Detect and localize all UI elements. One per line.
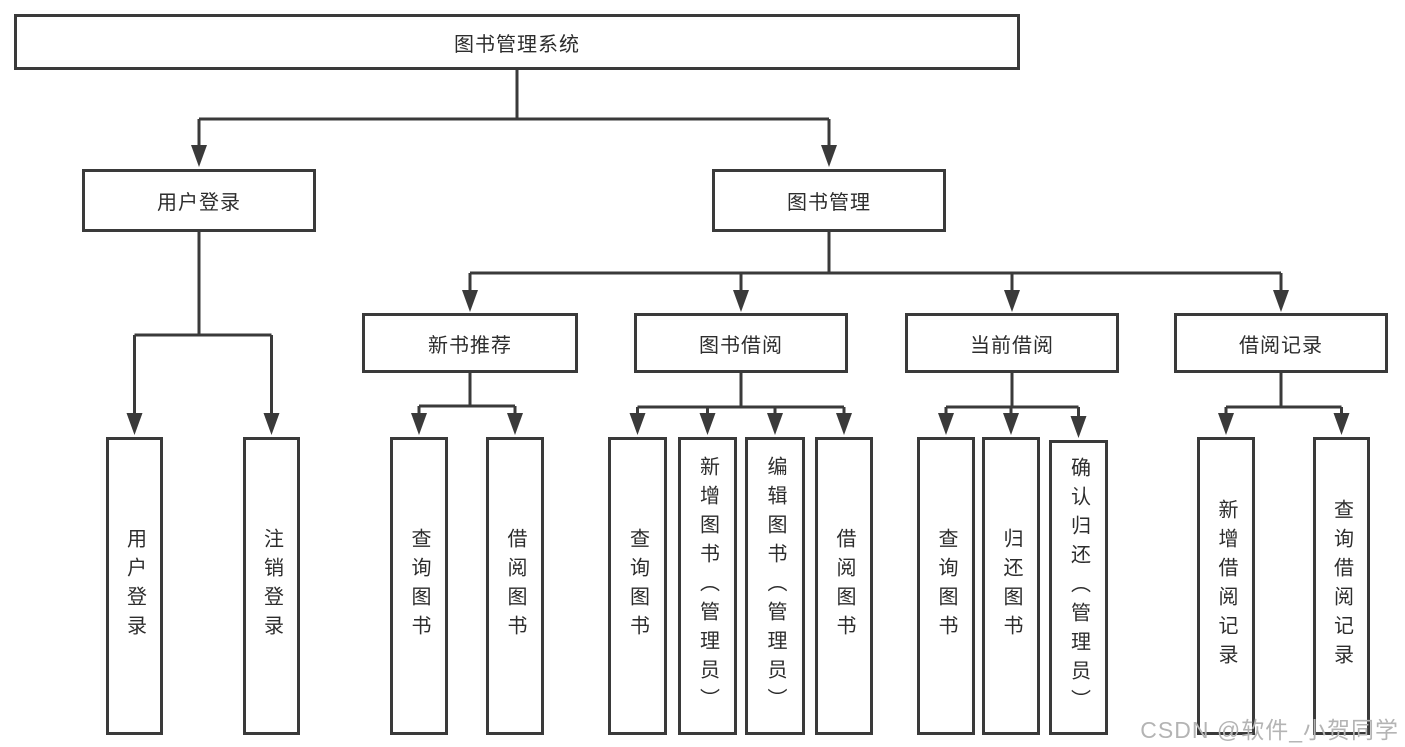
node-book-management-label: 图书管理 [787, 192, 871, 214]
node-leaf-query-book-1-label: 查询图书 [408, 528, 430, 644]
node-leaf-add-book-admin: 新增图书（管理员） [678, 437, 737, 735]
node-leaf-user-login-label: 用户登录 [123, 528, 146, 644]
node-leaf-edit-book-admin-label: 编辑图书（管理员） [764, 455, 786, 717]
node-library-system: 图书管理系统 [14, 14, 1020, 70]
node-user-login-label: 用户登录 [157, 192, 241, 214]
node-new-book-recommend: 新书推荐 [362, 313, 578, 373]
node-leaf-query-book-3: 查询图书 [917, 437, 975, 735]
node-leaf-query-borrow-record: 查询借阅记录 [1313, 437, 1370, 735]
node-leaf-add-borrow-record-label: 新增借阅记录 [1215, 499, 1237, 673]
node-leaf-add-borrow-record: 新增借阅记录 [1197, 437, 1255, 735]
node-leaf-return-book-label: 归还图书 [1000, 528, 1022, 644]
node-leaf-borrow-book-1: 借阅图书 [486, 437, 544, 735]
node-user-login: 用户登录 [82, 169, 316, 232]
node-book-borrow: 图书借阅 [634, 313, 848, 373]
node-leaf-user-login: 用户登录 [106, 437, 163, 735]
csdn-watermark: CSDN @软件_小贺同学 [1140, 717, 1399, 743]
node-new-book-recommend-label: 新书推荐 [428, 334, 512, 357]
node-leaf-query-book-2-label: 查询图书 [626, 528, 649, 644]
node-leaf-query-book-1: 查询图书 [390, 437, 448, 735]
node-leaf-confirm-return-admin: 确认归还（管理员） [1049, 440, 1108, 735]
node-leaf-borrow-book-2: 借阅图书 [815, 437, 873, 735]
node-leaf-query-borrow-record-label: 查询借阅记录 [1330, 499, 1353, 673]
node-borrow-record: 借阅记录 [1174, 313, 1388, 373]
node-leaf-query-book-3-label: 查询图书 [935, 528, 957, 644]
node-leaf-logout: 注销登录 [243, 437, 300, 735]
node-leaf-borrow-book-1-label: 借阅图书 [504, 528, 526, 644]
node-leaf-borrow-book-2-label: 借阅图书 [833, 528, 855, 644]
node-leaf-return-book: 归还图书 [982, 437, 1040, 735]
node-leaf-query-book-2: 查询图书 [608, 437, 667, 735]
node-current-borrow: 当前借阅 [905, 313, 1119, 373]
node-leaf-logout-label: 注销登录 [260, 528, 283, 644]
node-leaf-edit-book-admin: 编辑图书（管理员） [745, 437, 805, 735]
node-borrow-record-label: 借阅记录 [1239, 334, 1323, 357]
node-current-borrow-label: 当前借阅 [970, 334, 1054, 357]
node-book-management: 图书管理 [712, 169, 946, 232]
node-leaf-add-book-admin-label: 新增图书（管理员） [696, 455, 719, 717]
node-leaf-confirm-return-admin-label: 确认归还（管理员） [1067, 457, 1090, 718]
node-library-system-label: 图书管理系统 [454, 33, 580, 56]
node-book-borrow-label: 图书借阅 [699, 334, 783, 357]
